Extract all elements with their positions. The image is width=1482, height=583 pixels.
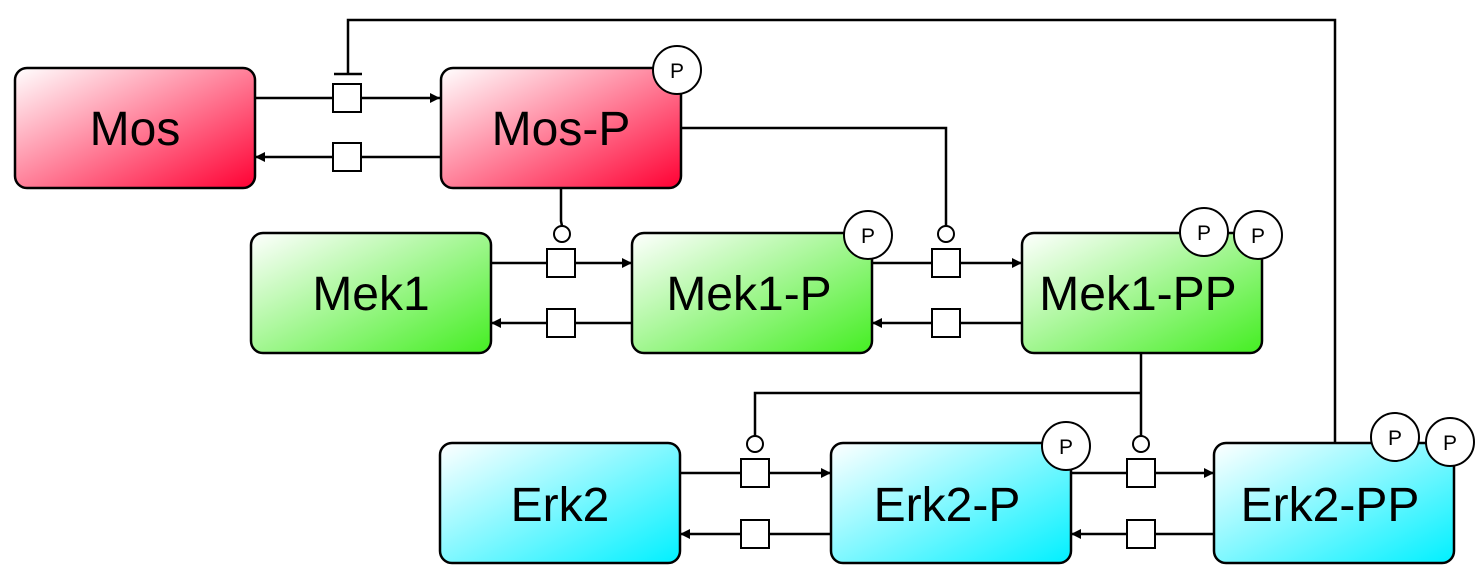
catalysis-circle <box>937 225 955 243</box>
node-label: Erk2-P <box>874 479 1021 532</box>
process-square <box>546 248 576 278</box>
process-square <box>1126 458 1156 488</box>
node-erk2-pp[interactable]: Erk2-PP P P <box>1212 412 1475 565</box>
modulation-line-mosp-to-mek1p <box>681 126 948 226</box>
process-square <box>546 308 576 338</box>
process-square <box>740 458 770 488</box>
process-square <box>1126 519 1156 549</box>
node-mos-p[interactable]: Mos-P P <box>439 45 702 190</box>
feedback-line-erk2pp-to-mos <box>346 18 1337 443</box>
node-label: Mos-P <box>492 103 631 156</box>
node-label: Erk2 <box>511 479 610 532</box>
phospho-site <box>1179 207 1229 257</box>
phospho-site <box>843 210 893 260</box>
modulation-lines <box>334 18 1337 443</box>
catalysis-circle <box>553 225 571 243</box>
process-nodes <box>332 83 1156 549</box>
catalysis-circle <box>746 435 764 453</box>
phospho-site <box>652 45 702 95</box>
node-erk2[interactable]: Erk2 <box>438 441 682 565</box>
phospho-site-label: P <box>1197 222 1211 245</box>
node-mek1-pp[interactable]: Mek1-PP P P <box>1020 207 1283 355</box>
node-mos[interactable]: Mos <box>13 66 257 190</box>
node-mek1-p[interactable]: Mek1-P P <box>630 210 893 355</box>
process-square <box>740 519 770 549</box>
phospho-site-label: P <box>1059 436 1073 459</box>
process-square <box>332 142 362 172</box>
node-label: Mos <box>90 103 181 156</box>
phospho-site <box>1233 210 1283 260</box>
node-label: Erk2-PP <box>1241 479 1420 532</box>
node-label: Mek1-P <box>666 268 831 321</box>
node-erk2-p[interactable]: Erk2-P P <box>829 421 1091 565</box>
phospho-site-label: P <box>861 225 875 248</box>
phospho-site <box>1041 421 1091 471</box>
modulation-line-mek1pp-to-erk2 <box>753 391 1141 436</box>
node-label: Mek1 <box>312 268 429 321</box>
phospho-site-label: P <box>1443 432 1457 455</box>
phospho-site-label: P <box>1388 427 1402 450</box>
phospho-site <box>1425 417 1475 467</box>
phospho-site-label: P <box>670 60 684 83</box>
process-square <box>931 308 961 338</box>
node-label: Mek1-PP <box>1039 268 1236 321</box>
modulation-line-mosp-to-mek1 <box>559 188 564 227</box>
catalysis-markers <box>553 225 1150 453</box>
species-nodes: Mos Mos-P P Mek1 Mek1-P P Mek1-PP P <box>13 45 1475 565</box>
node-mek1[interactable]: Mek1 <box>249 231 493 355</box>
process-square <box>332 83 362 113</box>
phospho-site-label: P <box>1251 225 1265 248</box>
process-square <box>931 248 961 278</box>
phospho-site <box>1370 412 1420 462</box>
catalysis-circle <box>1132 435 1150 453</box>
